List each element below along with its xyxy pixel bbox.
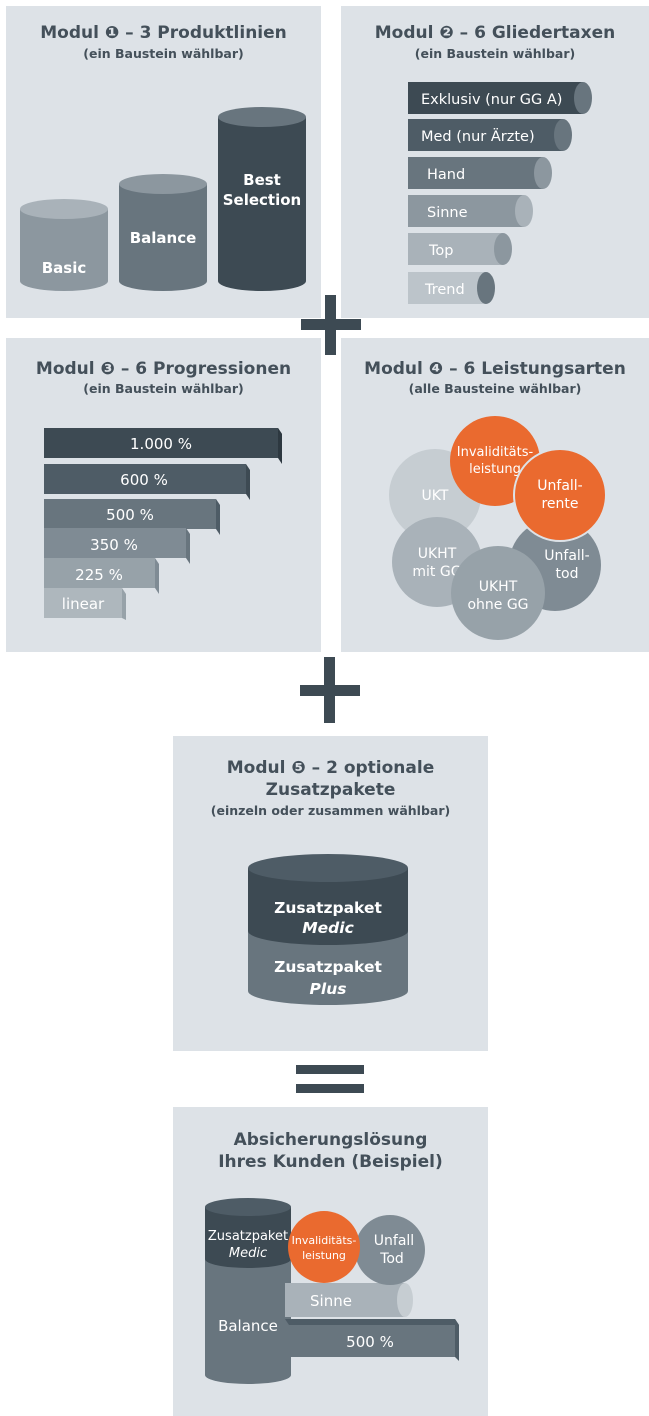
result-circle-invaliditaet: Invaliditäts- leistung: [288, 1211, 360, 1283]
cylinder-best-selection: Best Selection: [218, 107, 306, 291]
label-inv-1: Invaliditäts-: [457, 445, 534, 460]
modul1-title: Modul ❶ – 3 Produktlinien: [40, 23, 287, 43]
label-350: 350 %: [90, 536, 138, 554]
label-linear: linear: [62, 595, 105, 613]
label-best: Best: [243, 171, 281, 189]
modul4-title: Modul ❹ – 6 Leistungsarten: [364, 359, 626, 379]
label-basic: Basic: [42, 259, 87, 277]
label-ukht-ohne-1: UKHT: [479, 579, 518, 595]
result-cylinder-balance: Balance: [205, 1259, 291, 1384]
result-label-inv-2: leistung: [302, 1249, 346, 1262]
result-cylinder-medic: Zusatzpaket Medic: [205, 1198, 291, 1268]
label-unfalltod-2: tod: [556, 566, 579, 582]
label-rente-2: rente: [541, 496, 578, 512]
modul5-subtitle: (einzeln oder zusammen wählbar): [210, 803, 451, 818]
bar-sinne: Sinne: [408, 195, 533, 227]
modul3-subtitle: (ein Baustein wählbar): [83, 381, 244, 396]
label-balance: Balance: [130, 229, 197, 247]
bar-hand: Hand: [408, 157, 552, 189]
result-label-balance: Balance: [218, 1317, 278, 1335]
modul5-cylinder: Zusatzpaket Medic Zusatzpaket Plus: [248, 854, 408, 1005]
modul4-panel: Modul ❹ – 6 Leistungsarten (alle Baustei…: [341, 338, 649, 652]
bar-top: Top: [408, 233, 512, 265]
modul2-title: Modul ❷ – 6 Gliedertaxen: [374, 23, 616, 43]
label-unfalltod-1: Unfall-: [544, 548, 589, 564]
result-step-500: 500 %: [285, 1319, 459, 1361]
label-medic-1: Zusatzpaket: [274, 899, 382, 917]
modul3-panel: Modul ❸ – 6 Progressionen (ein Baustein …: [6, 338, 321, 652]
step-1000: 1.000 %: [44, 428, 282, 464]
label-ukht-gg-1: UKHT: [418, 546, 457, 562]
step-500: 500 %: [44, 499, 220, 535]
result-title-2: Ihres Kunden (Beispiel): [218, 1152, 443, 1172]
label-trend: Trend: [424, 282, 465, 298]
label-inv-2: leistung: [469, 462, 521, 477]
result-title-1: Absicherungslösung: [233, 1130, 428, 1150]
equals-icon: [296, 1065, 364, 1093]
label-plus-1: Zusatzpaket: [274, 958, 382, 976]
plus-icon-1: [301, 295, 361, 355]
result-label-medic-2: Medic: [229, 1246, 267, 1261]
modul1-subtitle: (ein Baustein wählbar): [83, 46, 244, 61]
label-hand: Hand: [427, 167, 465, 183]
bar-exklusiv: Exklusiv (nur GG A): [408, 82, 592, 114]
label-med: Med (nur Ärzte): [421, 127, 535, 145]
result-label-sinne: Sinne: [310, 1292, 352, 1310]
label-600: 600 %: [120, 471, 168, 489]
modul4-subtitle: (alle Bausteine wählbar): [408, 381, 582, 396]
result-bar-sinne: Sinne: [285, 1283, 413, 1317]
modul2-bars: Exklusiv (nur GG A) Med (nur Ärzte) Hand…: [408, 82, 592, 304]
label-500: 500 %: [106, 506, 154, 524]
result-label-inv-1: Invaliditäts-: [292, 1234, 357, 1247]
modul2-panel: Modul ❷ – 6 Gliedertaxen (ein Baustein w…: [341, 6, 649, 318]
step-350: 350 %: [44, 528, 190, 564]
result-label-tod-1: Unfall: [374, 1233, 414, 1249]
result-label-medic-1: Zusatzpaket: [208, 1229, 288, 1244]
result-label-tod-2: Tod: [379, 1251, 404, 1267]
modul5-title-2: Zusatzpakete: [265, 780, 396, 800]
modul1-panel: Modul ❶ – 3 Produktlinien (ein Baustein …: [6, 6, 321, 318]
label-ukht-gg-2: mit GG: [412, 564, 461, 580]
cylinder-basic: Basic: [20, 199, 108, 291]
label-plus-2: Plus: [310, 980, 347, 998]
modul1-cylinders: Basic Balance Best Selection: [20, 107, 306, 291]
modul3-title: Modul ❸ – 6 Progressionen: [35, 359, 292, 379]
modul5-title-1: Modul ❺ – 2 optionale: [226, 758, 435, 778]
label-225: 225 %: [75, 566, 123, 584]
label-ukht-ohne-2: ohne GG: [467, 597, 528, 613]
result-label-500: 500 %: [346, 1333, 394, 1351]
step-225: 225 %: [44, 558, 159, 594]
label-ukt: UKT: [422, 488, 449, 504]
label-selection: Selection: [223, 191, 301, 209]
step-linear: linear: [44, 588, 126, 620]
cylinder-balance: Balance: [119, 174, 207, 291]
label-1000: 1.000 %: [130, 435, 192, 453]
bar-trend: Trend: [408, 272, 495, 304]
modul4-circles: UKT UKHT mit GG Unfall- tod UKHT ohne GG…: [389, 416, 607, 640]
step-600: 600 %: [44, 464, 250, 500]
modul2-subtitle: (ein Baustein wählbar): [414, 46, 576, 61]
label-sinne: Sinne: [427, 205, 468, 221]
label-medic-2: Medic: [302, 919, 354, 937]
label-top: Top: [428, 243, 453, 259]
circle-unfallrente: Unfall- rente: [513, 448, 607, 542]
modul5-panel: Modul ❺ – 2 optionale Zusatzpakete (einz…: [173, 736, 488, 1051]
result-circle-unfalltod: Unfall Tod: [355, 1215, 425, 1285]
result-panel: Absicherungslösung Ihres Kunden (Beispie…: [173, 1107, 488, 1416]
label-exklusiv: Exklusiv (nur GG A): [421, 92, 562, 108]
bar-med: Med (nur Ärzte): [408, 119, 572, 151]
label-rente-1: Unfall-: [537, 478, 582, 494]
circle-ukht-ohne-gg: UKHT ohne GG: [451, 546, 545, 640]
result-diagram: Balance Zusatzpaket Medic Sinne 500 % Un…: [205, 1198, 459, 1384]
modul3-steps: 1.000 % 600 % 500 % 350 % 225 % linear: [44, 428, 282, 620]
plus-icon-2: [300, 657, 360, 723]
